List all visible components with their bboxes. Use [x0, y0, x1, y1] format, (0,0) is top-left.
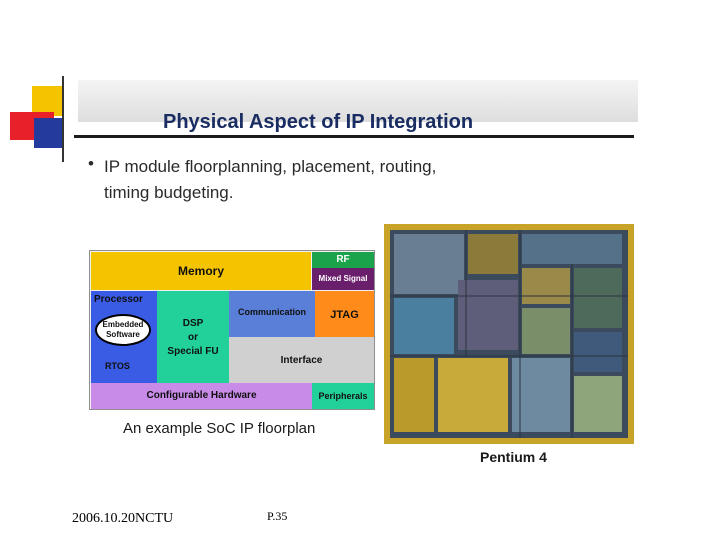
- soc-floorplan-diagram: Memory RF Mixed Signal Processor Embedde…: [89, 250, 375, 410]
- page-number: P.35: [267, 509, 287, 524]
- title-divider: [74, 135, 634, 138]
- decorative-vertical-line: [62, 76, 64, 162]
- dsp-line-3: Special FU: [157, 345, 229, 359]
- communication-block: Communication: [229, 291, 315, 337]
- dsp-line-2: or: [157, 331, 229, 345]
- interface-block: Interface: [229, 337, 374, 383]
- configurable-hardware-block: Configurable Hardware: [91, 383, 312, 409]
- slide-title: Physical Aspect of IP Integration: [163, 111, 473, 134]
- dsp-block: DSP or Special FU: [157, 291, 229, 383]
- embedded-software-line-2: Software: [103, 330, 144, 340]
- footer-source: 2006.10.20NCTU: [72, 511, 173, 527]
- bullet-line-2: timing budgeting.: [104, 180, 564, 206]
- floorplan-caption: An example SoC IP floorplan: [123, 420, 315, 437]
- rtos-label: RTOS: [105, 361, 130, 371]
- jtag-block: JTAG: [315, 291, 374, 337]
- decorative-blue-square: [34, 118, 64, 148]
- processor-block: Processor Embedded Software RTOS: [91, 291, 157, 383]
- rf-block: RF: [312, 252, 374, 268]
- pentium-4-die-photo: [384, 224, 634, 444]
- embedded-software-ellipse: Embedded Software: [95, 314, 151, 346]
- bullet-icon: •: [88, 154, 94, 174]
- peripherals-block: Peripherals: [312, 383, 374, 409]
- processor-label: Processor: [94, 294, 143, 305]
- bullet-line-1: IP module floorplanning, placement, rout…: [104, 154, 564, 180]
- die-photo-caption: Pentium 4: [480, 449, 547, 465]
- bullet-text: IP module floorplanning, placement, rout…: [104, 154, 564, 206]
- mixed-signal-block: Mixed Signal: [312, 268, 374, 290]
- dsp-line-1: DSP: [157, 317, 229, 331]
- memory-block: Memory: [91, 252, 311, 290]
- embedded-software-line-1: Embedded: [103, 320, 144, 330]
